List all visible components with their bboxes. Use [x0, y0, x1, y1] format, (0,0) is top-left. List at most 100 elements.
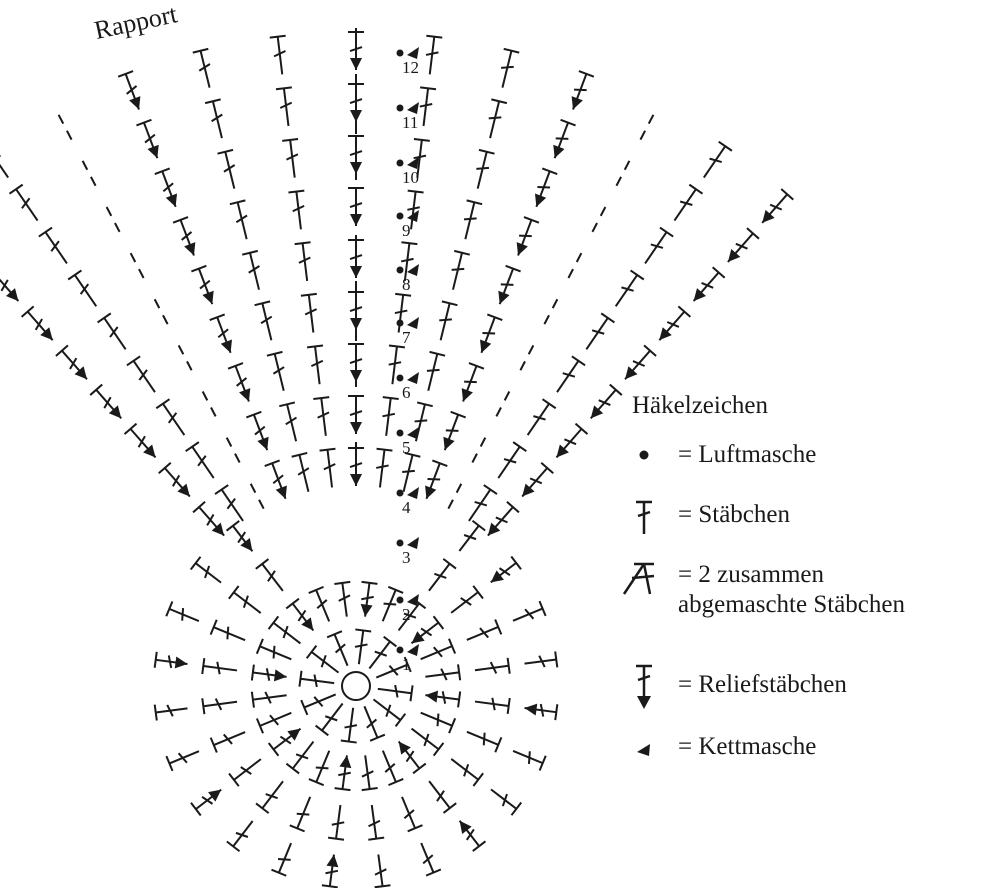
relief-arrow	[553, 144, 565, 159]
stitch-stem	[585, 317, 609, 350]
dashed-line	[199, 385, 217, 417]
round-number: 12	[402, 58, 419, 77]
stitch-bar	[349, 254, 363, 261]
stitch-bar	[267, 570, 276, 582]
stitch-bar	[538, 655, 546, 668]
stitch-stem	[401, 796, 416, 829]
stitch-bar	[334, 643, 346, 654]
stitch-stem	[416, 139, 423, 178]
stitch-bar	[236, 377, 248, 387]
stitch-bar	[223, 164, 236, 173]
chain-dot	[396, 374, 404, 382]
stitch-bar	[21, 197, 31, 209]
slip-stitch	[407, 47, 419, 59]
stitch-bar	[298, 256, 311, 264]
stitch-bar	[425, 51, 439, 56]
stitch-bar	[264, 691, 272, 704]
stitch-top	[155, 398, 171, 410]
stitch-bar	[282, 625, 289, 639]
stitch-top	[228, 772, 240, 787]
dashed-line	[247, 477, 265, 510]
dashed-line	[567, 247, 586, 279]
round-number: 10	[402, 168, 419, 187]
stitch-bar	[368, 819, 381, 828]
stitch-bar	[313, 696, 324, 708]
stitch-bar	[138, 369, 148, 381]
stitch-top	[383, 635, 398, 648]
stitch-bar	[701, 281, 714, 289]
stitch-stem	[497, 446, 521, 479]
stitch-bar	[383, 602, 397, 606]
stitch-stem	[363, 705, 379, 739]
stitch-top	[117, 70, 134, 78]
stitch-bar	[235, 831, 249, 838]
stitch-top	[308, 585, 324, 594]
slip-stitch	[407, 210, 419, 222]
slip-stitch	[407, 537, 419, 549]
chain-stitch-icon	[639, 450, 649, 460]
stitch-stem	[450, 758, 479, 781]
circle-section	[153, 519, 559, 888]
stitch-bar	[388, 361, 402, 366]
stitch-stem	[220, 489, 244, 522]
stitch-bar	[349, 46, 363, 53]
stitch-stem	[301, 243, 309, 282]
stitch-bar	[488, 116, 502, 120]
stitch-top	[677, 305, 692, 318]
stitch-top	[426, 34, 443, 39]
stitch-bar	[527, 751, 531, 765]
stitch-bar	[204, 565, 211, 579]
stitch-top	[505, 264, 521, 273]
dashed-line	[78, 155, 97, 187]
stitch-top	[300, 292, 317, 297]
stitch-stem	[673, 188, 697, 222]
stitch-stem	[439, 303, 451, 341]
stitch-bar	[315, 766, 329, 770]
stitch-bar	[198, 63, 211, 72]
slip-stitch	[407, 427, 419, 439]
relief-arrow	[240, 538, 253, 552]
stitch-stem	[272, 621, 302, 645]
relief-arrow	[411, 631, 425, 644]
relief-arrow	[490, 570, 504, 583]
stitch-top	[574, 422, 589, 435]
stitch-bar	[482, 732, 486, 746]
dashed-line	[615, 155, 634, 187]
stitch-stem	[298, 454, 310, 492]
slip-stitch	[407, 594, 419, 606]
stitch-bar	[769, 203, 783, 211]
stitch-stem	[341, 582, 348, 617]
stitch-stem	[410, 191, 417, 230]
stitch-bar	[349, 202, 363, 209]
stitch-stem	[402, 454, 414, 492]
stitch-top	[571, 355, 586, 367]
stitch-top	[483, 484, 498, 495]
slip-stitch	[407, 487, 419, 499]
stitch-top	[510, 555, 522, 570]
stitch-stem	[397, 602, 421, 632]
relief-arrow	[571, 96, 583, 110]
stitch-stem	[512, 607, 543, 622]
stitch-stem	[73, 274, 98, 307]
relief-arrow	[727, 249, 741, 262]
stitch-top	[250, 691, 255, 708]
stitch-stem	[199, 50, 211, 88]
stitch-top	[512, 441, 527, 452]
relief-arrow	[534, 193, 547, 207]
stitch-bar	[598, 399, 611, 407]
stitch-stem	[236, 202, 248, 240]
relief-arrow	[74, 366, 87, 380]
stitch-stem	[282, 88, 290, 127]
chain-dot	[396, 489, 404, 497]
stitch-top	[510, 801, 523, 816]
stitch-stem	[397, 294, 405, 333]
stitch-top	[291, 451, 308, 458]
stitch-bar	[441, 691, 447, 704]
stitch-stem	[261, 563, 284, 592]
stitch-stem	[333, 633, 349, 667]
stitch-bar	[529, 477, 543, 485]
stitch-top	[540, 461, 554, 475]
stitch-top	[209, 619, 218, 635]
stitch-stem	[391, 346, 398, 385]
relief-arrow	[625, 366, 638, 380]
